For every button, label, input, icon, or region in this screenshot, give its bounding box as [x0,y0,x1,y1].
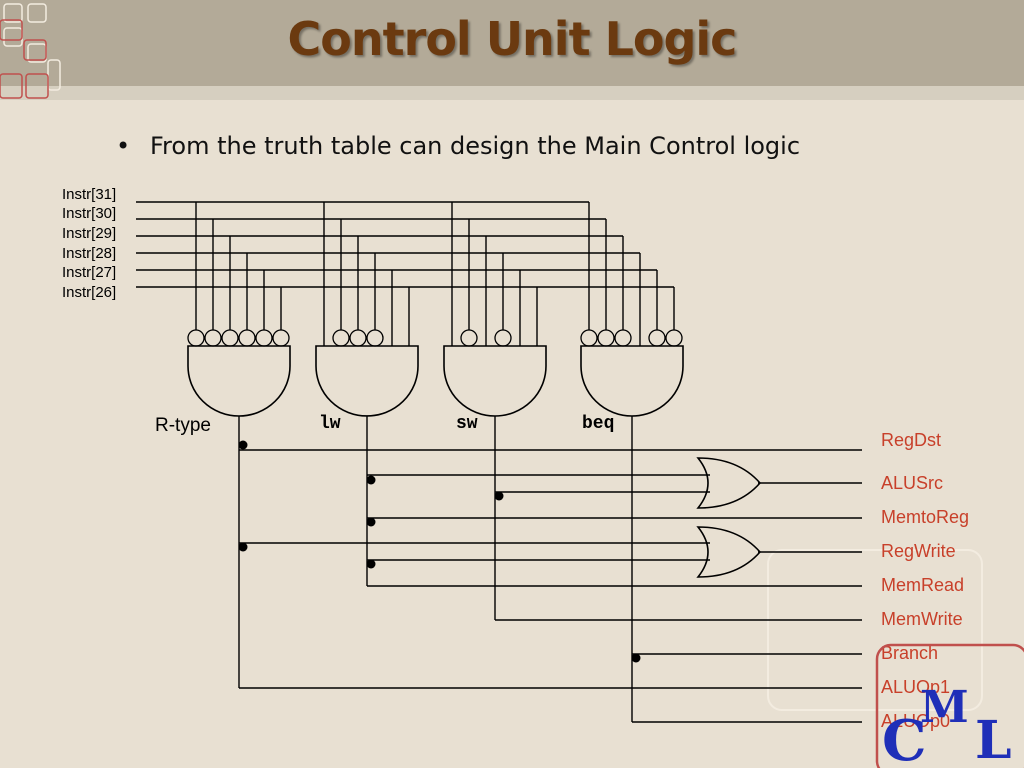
gate-label-sw: sw [456,414,478,434]
input-label-28: Instr[28] [62,245,116,262]
input-label-27: Instr[27] [62,264,116,281]
and-gate-rtype [187,345,291,417]
input-bus [136,201,674,288]
gate-label-lw: lw [319,414,341,434]
or-gates [696,457,762,578]
gate-taps [195,202,675,346]
or-gate-alusrc [696,457,762,509]
output-label-memwrite: MemWrite [881,609,963,629]
output-label-memtoreg: MemtoReg [881,507,969,527]
bullet-text: From the truth table can design the Main… [150,132,801,160]
header-band [0,0,1024,86]
corner-decoration [0,3,61,99]
input-labels: Instr[31] Instr[30] Instr[29] Instr[28] … [62,186,116,301]
input-label-29: Instr[29] [62,225,116,242]
logo-letter-m: M [920,682,969,733]
input-label-31: Instr[31] [62,186,116,203]
output-label-aluop0: ALUOp0 [881,711,950,731]
output-label-branch: Branch [881,643,938,663]
output-label-regdst: RegDst [881,430,941,450]
gate-label-rtype: R-type [155,415,211,436]
output-label-regwrite: RegWrite [881,541,956,561]
gate-label-beq: beq [582,414,614,434]
and-gate-beq [580,345,684,417]
output-label-alusrc: ALUSrc [881,473,943,493]
background-frame [767,549,983,711]
bullet-item: • From the truth table can design the Mai… [116,132,800,160]
logo-frame [875,643,1024,768]
input-label-30: Instr[30] [62,205,116,222]
or-gate-regwrite [696,526,762,578]
inverter-bubbles [187,329,683,347]
page-title: Control Unit Logic [287,12,738,66]
junction-dots [238,440,641,663]
bullet-dot: • [116,132,131,160]
and-gates [187,345,684,417]
output-label-aluop1: ALUOp1 [881,677,950,697]
output-label-memread: MemRead [881,575,964,595]
gate-output-lines [238,416,633,722]
output-labels: RegDst ALUSrc MemtoReg RegWrite MemRead … [881,430,969,731]
logo-letter-c: C [882,708,927,768]
header-stripe [0,86,1024,100]
and-gate-lw [315,345,419,417]
output-wiring [239,449,862,723]
cml-logo: C M L [875,643,1024,768]
and-gate-sw [443,345,547,417]
input-label-26: Instr[26] [62,284,116,301]
logo-letter-l: L [975,710,1012,768]
